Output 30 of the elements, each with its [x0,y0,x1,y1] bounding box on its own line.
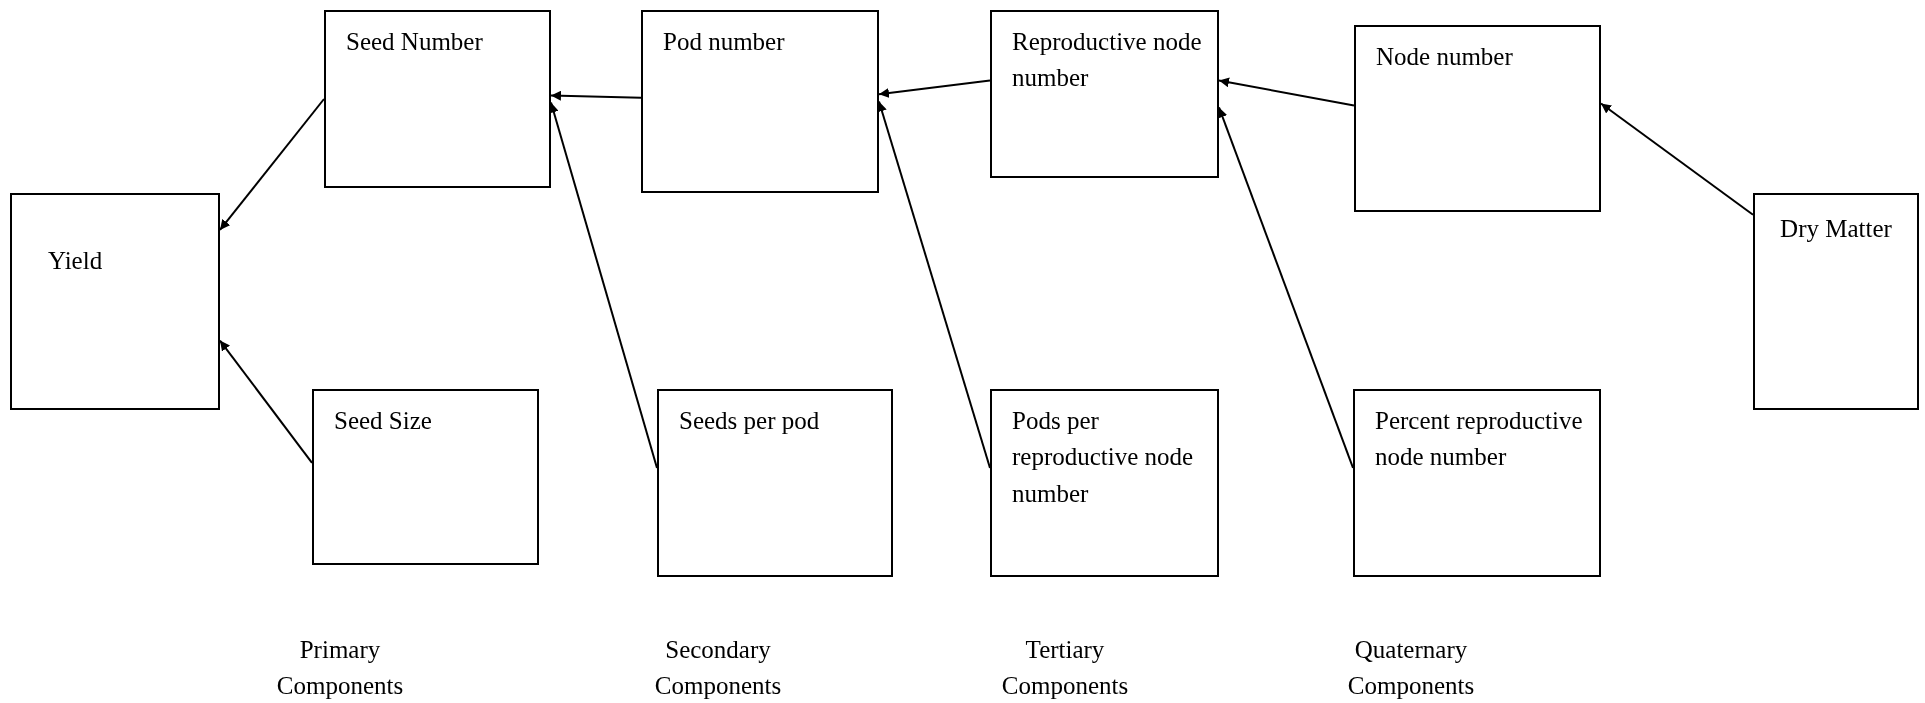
component-box [990,10,1219,178]
component-name: Percent reproductive node number [1375,406,1584,473]
component-name: Pod number [663,27,786,57]
component-name: Dry Matter [1779,214,1893,244]
component-box [324,10,551,188]
arrow [219,98,325,231]
component-box [312,389,539,565]
component-box [990,389,1219,577]
component-name: Seeds per pod [679,406,821,436]
arrow [1600,102,1754,216]
component-name: Seed Number [346,27,484,57]
component-name: Yield [48,246,104,276]
stage-label: Quaternary Components [1346,635,1476,702]
stage-label: Primary Components [275,635,405,702]
stage-label: Tertiary Components [1000,635,1130,702]
component-box [1354,25,1601,212]
component-box [641,10,879,193]
arrow [878,79,991,98]
component-box [657,389,893,577]
component-box [1753,193,1919,410]
component-box [1353,389,1601,577]
arrow [1218,77,1355,107]
component-name: Node number [1376,42,1514,72]
component-name: Pods per reproductive node number [1012,406,1195,509]
arrow [219,339,313,464]
component-name: Seed Size [334,406,433,436]
stage-label: Secondary Components [653,635,783,702]
component-name: Reproductive node number [1012,27,1203,94]
arrow [550,90,642,101]
component-box [10,193,220,410]
